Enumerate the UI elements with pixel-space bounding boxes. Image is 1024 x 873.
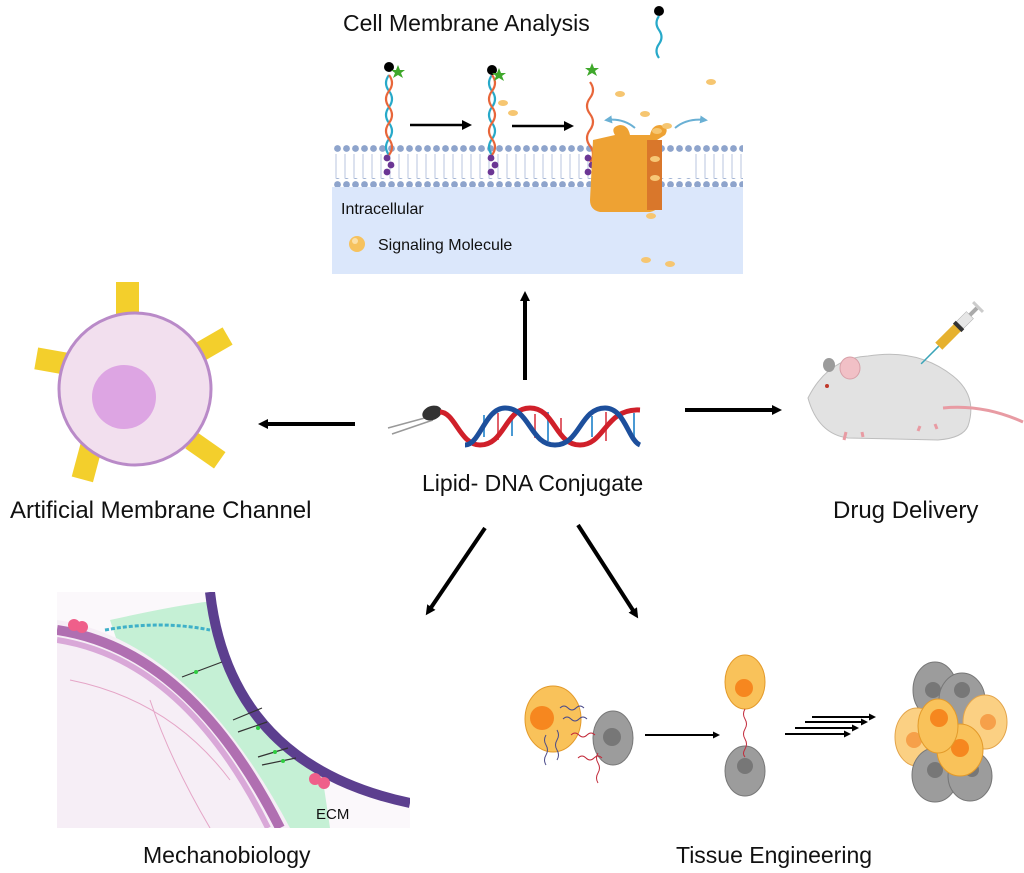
multi-step-arrows	[785, 713, 876, 738]
mechanobiology-panel	[57, 592, 410, 828]
dna-strand-red	[439, 405, 641, 448]
nucleus	[92, 365, 156, 429]
dna-strand-blue	[464, 405, 642, 448]
dna-probe-hybridized	[383, 62, 405, 176]
fluorophore-star	[391, 65, 405, 78]
mouse-ear	[839, 356, 861, 380]
lipid-dna-icon	[387, 405, 642, 448]
cell-left-membrane	[57, 625, 285, 828]
artificial-membrane-channel-label: Artificial Membrane Channel	[10, 497, 312, 524]
arrow-to-tissue-engineering	[576, 523, 639, 619]
released-quencher-strand	[654, 6, 664, 59]
cell-right	[210, 592, 410, 800]
arrow-to-mechanobiology	[425, 526, 487, 616]
signaling-molecule-legend-icon	[349, 236, 365, 252]
mouse-illustration	[807, 353, 1024, 441]
tissue-cluster	[894, 661, 1008, 803]
membrane-outer-heads	[332, 145, 743, 154]
signaling-molecule-legend-label: Signaling Molecule	[378, 237, 513, 254]
drug-delivery-label: Drug Delivery	[833, 497, 979, 524]
cell-membrane-analysis-panel	[332, 6, 743, 274]
lipid-head-icon	[422, 405, 442, 421]
cells-with-dna-stage	[524, 685, 634, 784]
quencher-dot	[384, 62, 394, 72]
tissue-engineering-panel	[524, 654, 1008, 803]
integrin-proteins	[68, 619, 330, 789]
intracellular-label: Intracellular	[341, 201, 424, 218]
mouse-eye	[825, 384, 829, 388]
signaling-molecules	[498, 79, 716, 267]
ion-channel	[590, 115, 708, 212]
cell-membrane-analysis-label: Cell Membrane Analysis	[343, 10, 590, 36]
dna-probe-binding	[487, 65, 506, 176]
tissue-engineering-label: Tissue Engineering	[676, 842, 873, 868]
artificial-membrane-cell	[34, 282, 233, 483]
mouse-tail	[942, 405, 1024, 424]
ecm-label: ECM	[316, 806, 350, 823]
collagen-fiber	[104, 623, 211, 632]
linked-cell-pair	[724, 654, 766, 797]
lipid-dna-conjugate-label: Lipid- DNA Conjugate	[422, 470, 644, 496]
syringe-icon	[920, 300, 985, 365]
membrane-inner-heads	[332, 178, 743, 187]
cell-right-membrane	[205, 592, 410, 808]
mechanobiology-label: Mechanobiology	[143, 842, 311, 868]
dna-tension-probes	[181, 661, 297, 766]
